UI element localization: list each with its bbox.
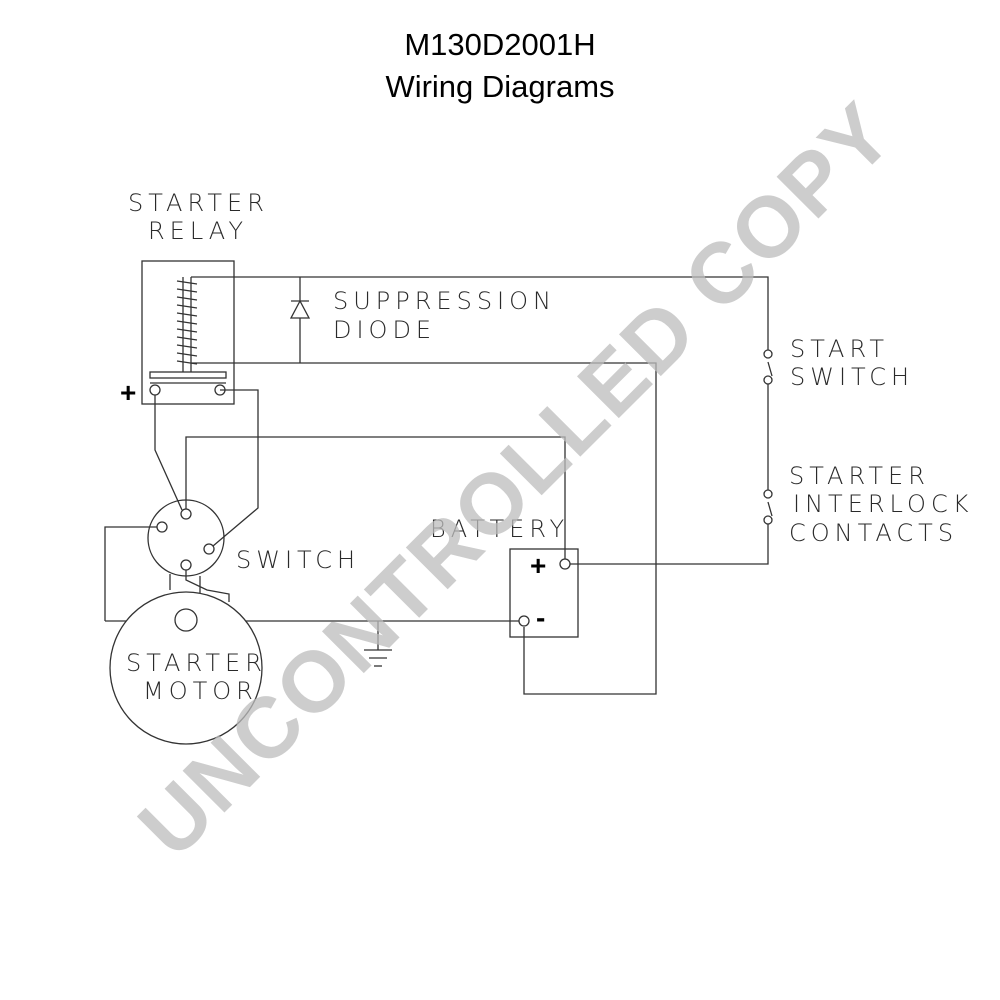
relay-coil-winding (176, 280, 198, 365)
suppression-diode (289, 277, 311, 363)
relay-contact-bar (149, 371, 227, 379)
label-suppression-diode-2: DIODE (333, 316, 436, 344)
battery-box (509, 548, 579, 638)
relay-plus-sign: + (120, 377, 136, 408)
label-start-switch-1: START (790, 335, 889, 363)
battery-terminal-negative (518, 615, 530, 627)
starter-motor-terminal (174, 608, 198, 632)
battery-plus-sign: + (530, 550, 546, 581)
ground-symbol (364, 621, 392, 667)
label-suppression-diode-1: SUPPRESSION (333, 287, 556, 315)
wire-relay-positive-to-switch (154, 395, 183, 511)
label-interlock-3: CONTACTS (789, 519, 958, 547)
starter-relay-box (141, 260, 235, 405)
diagram-model-number: M130D2001H (404, 27, 596, 62)
switch-terminal-bottom (180, 559, 192, 571)
starter-interlock-contacts (763, 489, 773, 525)
battery-terminal-positive (559, 558, 571, 570)
wire-switch-to-motor-frame (104, 526, 157, 621)
start-switch (763, 349, 773, 385)
switch-terminal-left (156, 521, 168, 533)
label-starter-relay-2: RELAY (148, 217, 248, 245)
label-switch: SWITCH (236, 546, 360, 574)
wire-coil-to-ground-return (191, 362, 657, 695)
label-interlock-1: STARTER (789, 462, 930, 490)
wire-interlock-to-battery-positive (570, 524, 769, 565)
battery-minus-sign: - (536, 602, 545, 633)
label-interlock-2: INTERLOCK (793, 490, 973, 518)
solenoid-switch (147, 499, 230, 602)
starter-motor-body (109, 591, 263, 745)
wire-relay-output-to-switch (212, 389, 259, 547)
label-start-switch-2: SWITCH (790, 363, 914, 391)
relay-coil (176, 277, 198, 372)
label-starter-motor-2: MOTOR (143, 677, 258, 705)
label-starter-motor-1: STARTER (126, 649, 267, 677)
switch-terminal-top (180, 508, 192, 520)
wire-battery-positive-to-switch (185, 436, 566, 559)
diagram-subtitle: Wiring Diagrams (385, 69, 615, 104)
starter-relay (141, 260, 235, 405)
switch-terminal-right (203, 543, 215, 555)
wire-coil-to-start-switch (191, 276, 769, 350)
starter-motor (109, 591, 263, 745)
label-starter-relay-1: STARTER (128, 189, 269, 217)
relay-terminal-positive (149, 384, 161, 396)
label-battery: BATTERY (430, 515, 569, 543)
battery (509, 548, 579, 638)
